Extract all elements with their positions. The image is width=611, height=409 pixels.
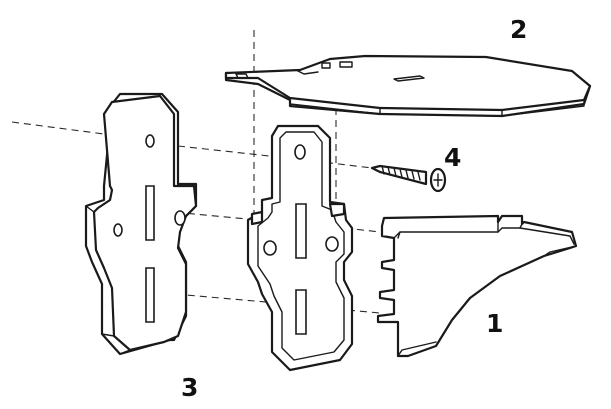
mounting-hole-left	[113, 223, 123, 237]
outlined-upper-slot	[295, 203, 307, 259]
callout-mounting-plate: 3	[181, 373, 198, 402]
callout-bracket: 1	[486, 309, 503, 338]
upper-slot	[145, 185, 155, 241]
outlined-plate-hole-left	[263, 240, 277, 256]
outlined-lower-slot	[295, 289, 307, 335]
callout-shelf-plate: 2	[510, 15, 527, 44]
mounting-hole-right	[174, 210, 186, 226]
lower-alignment-line-right	[335, 308, 381, 314]
callout-screw: 4	[444, 143, 461, 172]
screw	[370, 164, 447, 193]
mounting-plate-flat	[84, 92, 198, 356]
mounting-plate-outlined	[246, 124, 354, 372]
shelf-bracket	[376, 214, 578, 358]
shelf-plate	[224, 54, 592, 118]
mounting-hole-top	[145, 134, 155, 148]
lower-slot	[145, 267, 155, 323]
screw-alignment-line	[313, 160, 373, 169]
outlined-plate-hole-top	[294, 144, 306, 160]
upper-alignment-line-mid	[177, 145, 307, 161]
outlined-plate-hole-right	[325, 236, 339, 252]
